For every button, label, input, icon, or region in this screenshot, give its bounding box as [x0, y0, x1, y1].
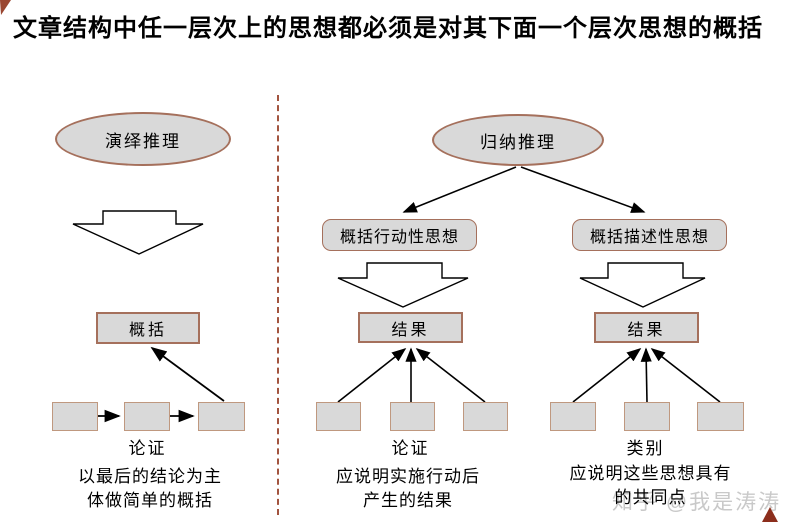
- chain-label-action: 论证: [391, 439, 430, 458]
- node-summary-label: 概括: [128, 322, 167, 339]
- node-summary: 概括: [96, 312, 200, 344]
- page-title: 文章结构中任一层次上的思想都必须是对其下面一个层次思想的概括: [13, 15, 763, 42]
- chain-box-action-2: [390, 402, 435, 431]
- arrow-descriptive-fan-3: [650, 348, 721, 403]
- chain-label-left: 论证: [128, 439, 167, 458]
- caption-descriptive-line2: 的共同点: [614, 488, 687, 507]
- caption-deductive-line2: 体做简单的概括: [87, 491, 213, 510]
- node-result-descriptive: 结果: [594, 312, 699, 343]
- arrow-induction-to-action: [402, 166, 517, 213]
- node-deductive-reasoning-label: 演绎推理: [105, 131, 181, 151]
- caption-descriptive: 应说明这些思想具有 的共同点: [543, 462, 758, 510]
- chain-box-descriptive-1: [550, 402, 596, 431]
- node-result-descriptive-label: 结果: [627, 321, 666, 339]
- node-action-ideas: 概括行动性思想: [322, 219, 477, 251]
- arrow-chain-to-summary: [150, 346, 225, 402]
- arrow-induction-to-descriptive: [520, 166, 646, 213]
- chain-box-descriptive-3: [697, 402, 744, 431]
- arrow-descriptive-fan-1: [572, 348, 642, 403]
- caption-descriptive-line1: 应说明这些思想具有: [569, 464, 732, 483]
- arrow-action-fan-3: [415, 348, 486, 403]
- chain-label-descriptive: 类别: [626, 439, 665, 458]
- chain-box-descriptive-2: [624, 402, 670, 431]
- caption-deductive-line1: 以最后的结论为主: [78, 467, 222, 486]
- chain-box-left-1: [52, 402, 98, 431]
- chain-box-action-3: [463, 402, 508, 431]
- watermark: 知乎 @我是涛涛: [612, 491, 782, 514]
- chain-box-left-2: [124, 402, 170, 431]
- chain-box-left-3: [198, 402, 245, 431]
- block-down-arrow-left: [72, 210, 204, 255]
- node-result-action-label: 结果: [391, 321, 430, 339]
- node-action-ideas-label: 概括行动性思想: [339, 229, 459, 246]
- node-deductive-reasoning: 演绎推理: [55, 112, 231, 166]
- node-result-action: 结果: [358, 312, 463, 343]
- caption-deductive: 以最后的结论为主 体做简单的概括: [35, 465, 265, 513]
- section-divider: [277, 95, 279, 515]
- caption-action: 应说明实施行动后 产生的结果: [298, 465, 518, 513]
- block-down-arrow-action: [337, 262, 469, 308]
- arrow-descriptive-fan-2: [640, 347, 652, 403]
- node-descriptive-ideas: 概括描述性思想: [572, 219, 727, 251]
- top-left-accent-icon: [0, 0, 11, 15]
- chain-box-action-1: [316, 402, 361, 431]
- node-descriptive-ideas-label: 概括描述性思想: [589, 229, 709, 246]
- block-down-arrow-descriptive: [579, 262, 706, 308]
- arrow-action-fan-1: [337, 348, 407, 403]
- node-inductive-reasoning: 归纳推理: [432, 114, 604, 166]
- node-inductive-reasoning-label: 归纳推理: [480, 132, 556, 152]
- bottom-right-accent-icon: [762, 507, 778, 522]
- caption-action-line2: 产生的结果: [363, 491, 453, 510]
- caption-action-line1: 应说明实施行动后: [336, 467, 480, 486]
